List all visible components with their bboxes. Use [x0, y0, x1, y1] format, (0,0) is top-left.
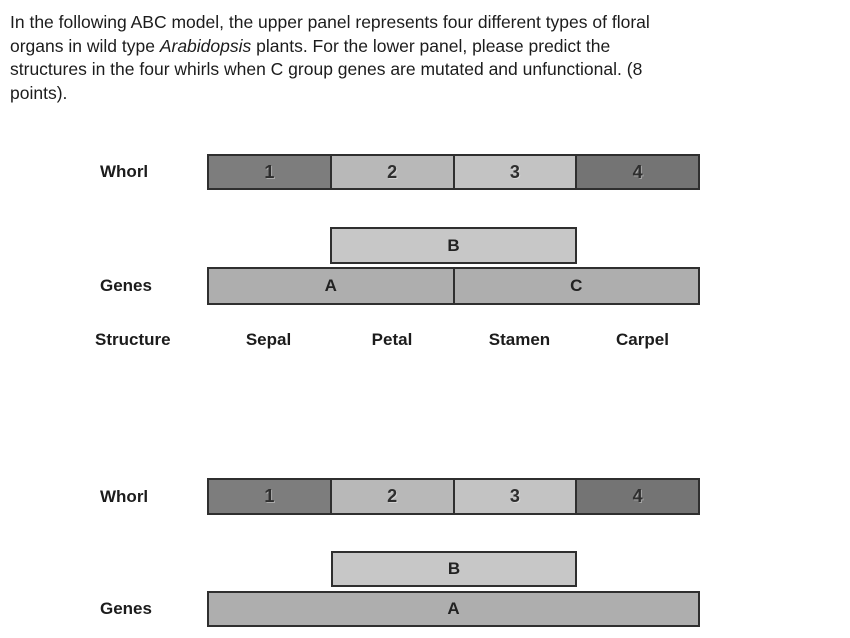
structure-stamen: Stamen	[488, 330, 551, 349]
upper-gene-c-bar: C	[452, 269, 698, 303]
question-line-4: points).	[10, 82, 68, 103]
upper-gene-a-bar: A	[209, 269, 453, 303]
question-species-italic: Arabidopsis	[159, 35, 252, 56]
lower-whorl-section-1: 1	[209, 480, 330, 513]
lower-whorl-bar: 1 2 3 4	[207, 478, 700, 515]
lower-gene-b-bar: B	[331, 551, 577, 587]
upper-gene-b-bar: B	[330, 227, 577, 264]
upper-whorl-section-4: 4	[575, 156, 698, 188]
lower-whorl-label: Whorl	[100, 486, 149, 506]
upper-gene-ac-bar: A C	[207, 267, 700, 305]
upper-genes-label: Genes	[100, 276, 152, 295]
question-line-3: structures in the four whirls when C gro…	[10, 59, 643, 79]
structure-petal: Petal	[371, 330, 413, 349]
structure-label: Structure	[95, 330, 171, 349]
upper-whorl-section-1: 1	[209, 156, 330, 188]
lower-gene-a-bar: A	[207, 591, 700, 627]
lower-genes-label: Genes	[100, 599, 152, 618]
upper-whorl-section-3: 3	[452, 156, 576, 188]
upper-whorl-label: Whorl	[100, 162, 149, 181]
question-text: In the following ABC model, the upper pa…	[10, 11, 842, 105]
structure-row: Structure Sepal Petal Stamen Carpel	[0, 330, 850, 352]
question-line-1: In the following ABC model, the upper pa…	[10, 12, 650, 32]
lower-whorl-section-2: 2	[329, 480, 453, 513]
lower-whorl-section-3: 3	[452, 480, 576, 513]
upper-whorl-bar: 1 2 3 4	[207, 154, 700, 190]
question-line-2-pre: organs in wild type	[10, 35, 160, 56]
lower-whorl-section-4: 4	[575, 480, 698, 513]
question-line-2-post: plants. For the lower panel, please pred…	[251, 35, 611, 56]
upper-whorl-section-2: 2	[329, 156, 453, 188]
structure-carpel: Carpel	[616, 330, 669, 349]
structure-sepal: Sepal	[245, 330, 292, 349]
